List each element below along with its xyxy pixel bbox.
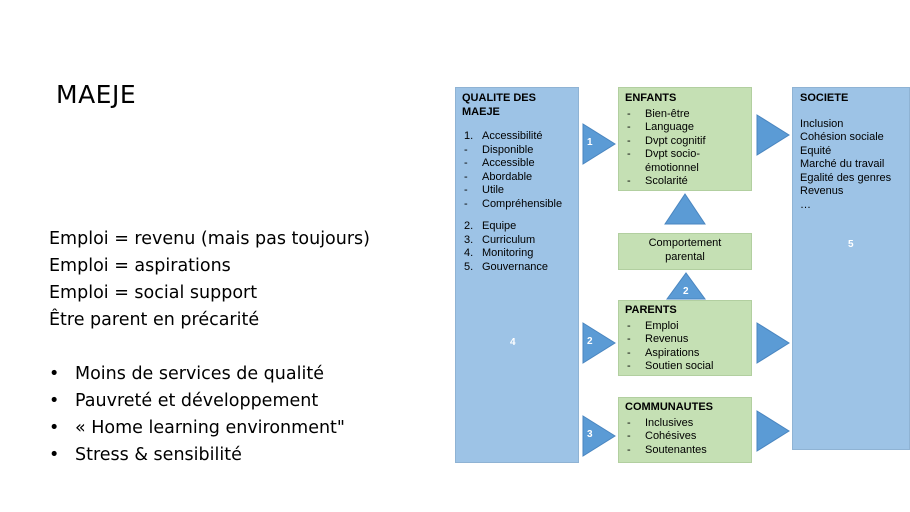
enfants-item: Bien-être — [625, 108, 745, 122]
qualite-sublist: Disponible Accessible Abordable Utile Co… — [462, 144, 572, 212]
qualite-title: QUALITE DES MAEJE — [462, 92, 536, 118]
arrow-right-2 — [582, 322, 616, 364]
enfants-item: Dvpt socio-émotionnel — [625, 148, 715, 175]
arrow-label-2: 2 — [587, 336, 593, 347]
bullet-list: Moins de services de qualité Pauvreté et… — [49, 361, 345, 469]
qualite-subitem: Disponible — [462, 144, 572, 158]
societe-item: Revenus — [800, 185, 844, 197]
arrow-right-3 — [582, 415, 616, 457]
qualite-subitem: Compréhensible — [462, 198, 572, 212]
arrow-right-1 — [582, 123, 616, 165]
enfants-list: Bien-être Language Dvpt cognitif Dvpt so… — [625, 108, 745, 189]
text-line: Emploi = revenu (mais pas toujours) — [49, 229, 370, 249]
communautes-item: Cohésives — [625, 430, 745, 444]
arrow-right-enfants — [756, 114, 790, 156]
enfants-item: Language — [625, 121, 745, 135]
communautes-title: COMMUNAUTES — [625, 401, 713, 413]
parents-item: Emploi — [625, 320, 745, 334]
text-line: Être parent en précarité — [49, 310, 260, 330]
societe-box: SOCIETE Inclusion Cohésion sociale Equit… — [792, 87, 910, 450]
text-line: Emploi = social support — [49, 283, 258, 303]
qualite-subitem: Accessible — [462, 157, 572, 171]
arrow-up-parents — [666, 272, 706, 300]
qualite-label: 4 — [510, 337, 516, 348]
enfants-item: Scolarité — [625, 175, 745, 189]
bullet-item: Moins de services de qualité — [49, 361, 345, 388]
parents-item: Soutien social — [625, 360, 745, 374]
qualite-item: 5. Gouvernance — [464, 260, 549, 273]
qualite-item: 2. Equipe — [464, 220, 517, 232]
parents-item: Revenus — [625, 333, 745, 347]
parents-box: PARENTS Emploi Revenus Aspirations Souti… — [618, 300, 752, 376]
enfants-item: Dvpt cognitif — [625, 135, 745, 149]
societe-label: 5 — [848, 239, 854, 250]
arrow-label-4: 2 — [683, 286, 689, 297]
arrow-up-comportement — [664, 193, 706, 225]
qualite-item-1: 1. Accessibilité — [464, 130, 543, 142]
qualite-subitem: Utile — [462, 184, 572, 198]
qualite-num: 1. — [464, 130, 474, 142]
societe-item: Marché du travail — [800, 158, 885, 170]
enfants-title: ENFANTS — [625, 92, 677, 104]
societe-title: SOCIETE — [800, 92, 849, 104]
parents-title: PARENTS — [625, 304, 677, 316]
arrow-right-communautes — [756, 410, 790, 452]
societe-item: Equité — [800, 144, 832, 157]
slide-title: MAEJE — [56, 80, 137, 109]
comportement-text: Comportement parental — [648, 237, 722, 263]
text-lines: Emploi = revenu (mais pas toujours) Empl… — [49, 226, 370, 334]
communautes-list: Inclusives Cohésives Soutenantes — [625, 417, 745, 458]
societe-item: Egalité des genres — [800, 171, 892, 184]
bullet-item: Pauvreté et développement — [49, 388, 345, 415]
communautes-item: Soutenantes — [625, 444, 745, 458]
bullet-item: Stress & sensibilité — [49, 442, 345, 469]
comportement-box: Comportement parental — [618, 233, 752, 270]
qualite-box: QUALITE DES MAEJE 1. Accessibilité Dispo… — [455, 87, 579, 463]
qualite-item: 4. Monitoring — [464, 247, 534, 259]
communautes-box: COMMUNAUTES Inclusives Cohésives Soutena… — [618, 397, 752, 463]
communautes-item: Inclusives — [625, 417, 745, 431]
parents-list: Emploi Revenus Aspirations Soutien socia… — [625, 320, 745, 374]
societe-item: Inclusion — [800, 117, 844, 130]
arrow-label-3: 3 — [587, 429, 593, 440]
arrow-right-parents — [756, 322, 790, 364]
societe-item: … — [800, 198, 811, 211]
text-line: Emploi = aspirations — [49, 256, 231, 276]
societe-item: Cohésion sociale — [800, 131, 884, 143]
enfants-box: ENFANTS Bien-être Language Dvpt cognitif… — [618, 87, 752, 191]
arrow-label-1: 1 — [587, 137, 593, 148]
qualite-item: 3. Curriculum — [464, 233, 536, 246]
parents-item: Aspirations — [625, 347, 745, 361]
qualite-subitem: Abordable — [462, 171, 572, 185]
bullet-item: « Home learning environment" — [49, 415, 345, 442]
